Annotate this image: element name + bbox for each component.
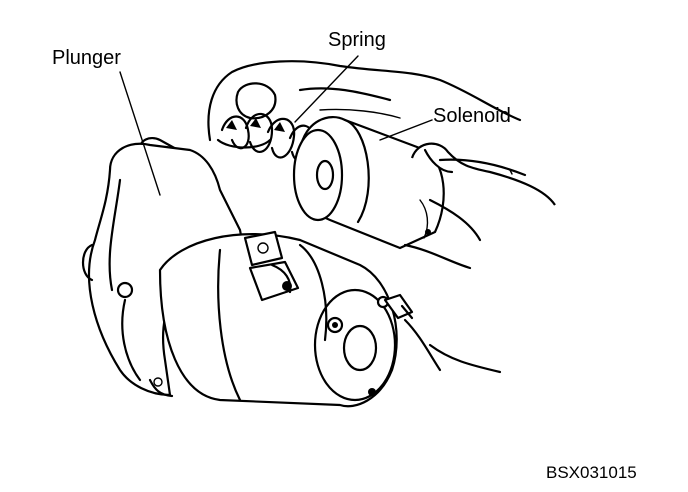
figure-code-label: BSX031015: [546, 463, 637, 482]
solenoid-leader: [379, 119, 433, 141]
spring-leader: [294, 55, 359, 123]
solenoid-body: [292, 116, 445, 250]
plunger-leader: [119, 71, 161, 196]
upper-hand: [207, 60, 522, 149]
terminal-bracket: [243, 230, 300, 302]
solenoid-label: Solenoid: [433, 105, 511, 127]
motor-body: [158, 233, 398, 408]
plunger-label: Plunger: [52, 47, 121, 69]
right-hand: [403, 142, 556, 270]
leader-lines: [119, 55, 433, 196]
mounting-bolt: [383, 293, 502, 374]
spring-label: Spring: [328, 29, 386, 51]
